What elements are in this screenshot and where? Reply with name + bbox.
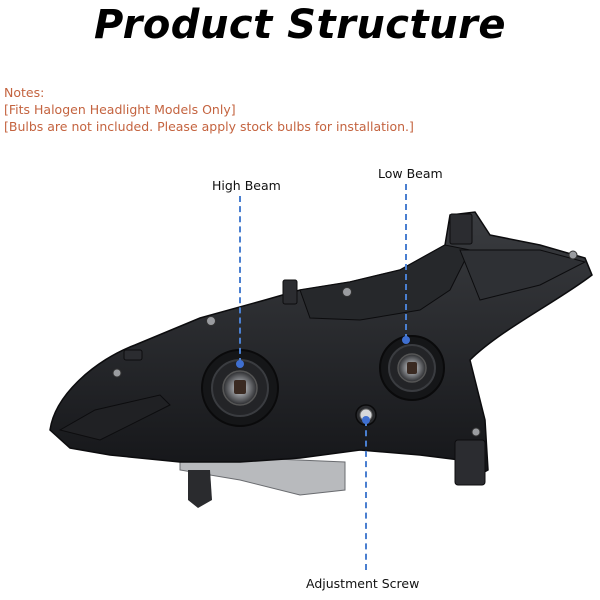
adjustment-screw-label: Adjustment Screw (306, 576, 420, 591)
page-title: Product Structure (94, 2, 506, 48)
low-beam-callout-dot (402, 336, 410, 344)
high-beam-label: High Beam (212, 178, 281, 193)
low-beam-label: Low Beam (378, 166, 443, 181)
adjustment-screw (355, 404, 377, 426)
high-beam-callout-dot (236, 360, 244, 368)
notes-line-fitment: [Fits Halogen Headlight Models Only] (4, 102, 236, 117)
high-beam-socket (201, 349, 279, 427)
notes-line-bulbs: [Bulbs are not included. Please apply st… (4, 119, 414, 134)
low-beam-callout-line (405, 184, 407, 340)
lower-bracket (179, 454, 346, 508)
low-beam-socket (379, 335, 445, 401)
adjustment-screw-callout-dot (362, 416, 370, 424)
adjustment-screw-callout-line (365, 420, 367, 570)
high-beam-callout-line (239, 196, 241, 364)
notes-block: Notes: [Fits Halogen Headlight Models On… (4, 84, 414, 135)
notes-heading: Notes: (4, 85, 45, 100)
